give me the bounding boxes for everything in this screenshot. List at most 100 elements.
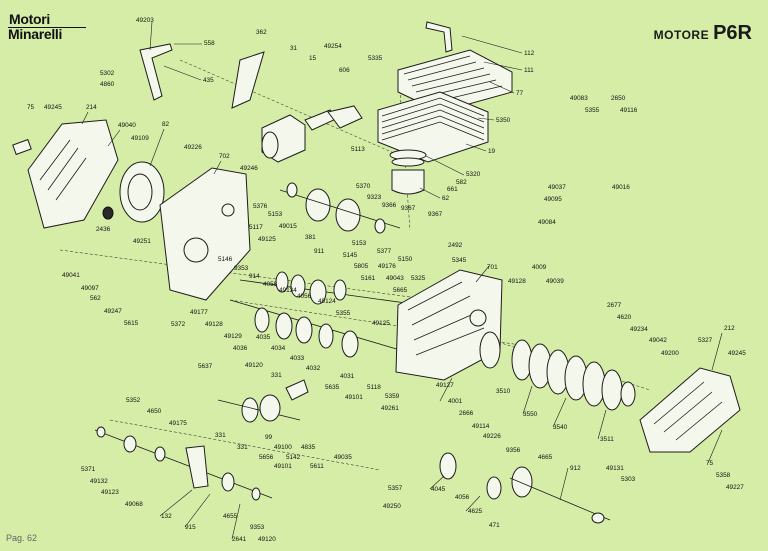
part-label-5637: 5637 xyxy=(198,363,213,370)
part-label-2641: 2641 xyxy=(232,536,247,543)
part-label-5615: 5615 xyxy=(124,320,139,327)
part-label-2436: 2436 xyxy=(96,226,111,233)
part-label-4056b: 4056 xyxy=(455,494,470,501)
part-label-471: 471 xyxy=(489,522,500,529)
part-label-49203: 49203 xyxy=(136,17,154,24)
part-label-5665: 5665 xyxy=(393,287,408,294)
part-label-132: 132 xyxy=(161,513,172,520)
part-label-49101b: 49101 xyxy=(274,463,292,470)
part-label-4033: 4033 xyxy=(290,355,305,362)
part-label-49227: 49227 xyxy=(726,484,744,491)
part-label-49095: 49095 xyxy=(544,196,562,203)
part-label-4655: 4655 xyxy=(223,513,238,520)
part-label-5153b: 5153 xyxy=(352,240,367,247)
part-label-2650: 2650 xyxy=(611,95,626,102)
part-label-19: 19 xyxy=(488,148,496,155)
part-label-49068: 49068 xyxy=(125,501,143,508)
part-label-49261: 49261 xyxy=(381,405,399,412)
part-label-5656: 5656 xyxy=(259,454,274,461)
part-label-49124: 49124 xyxy=(318,298,336,305)
part-label-49120a: 49120 xyxy=(245,362,263,369)
part-label-49042: 49042 xyxy=(649,337,667,344)
part-label-4045: 4045 xyxy=(431,486,446,493)
part-label-49251: 49251 xyxy=(133,238,151,245)
part-label-4036: 4036 xyxy=(233,345,248,352)
page-number: Pag. 62 xyxy=(6,533,38,543)
part-label-5355: 5355 xyxy=(585,107,600,114)
part-label-214: 214 xyxy=(86,104,97,111)
part-label-5377: 5377 xyxy=(377,248,392,255)
part-label-4835: 4835 xyxy=(301,444,316,451)
piston xyxy=(389,149,427,195)
part-label-49129: 49129 xyxy=(224,333,242,340)
part-label-4058: 4058 xyxy=(263,281,278,288)
part-label-914: 914 xyxy=(249,273,260,280)
part-label-212: 212 xyxy=(724,325,735,332)
part-label-5146: 5146 xyxy=(218,256,233,263)
part-label-5150: 5150 xyxy=(398,256,413,263)
part-label-75b: 75 xyxy=(706,460,714,467)
part-label-49127: 49127 xyxy=(436,382,454,389)
part-label-49245b: 49245 xyxy=(728,350,746,357)
part-label-49125b: 49125 xyxy=(372,320,390,327)
part-label-5355b: 5355 xyxy=(336,310,351,317)
part-label-2677: 2677 xyxy=(607,302,622,309)
part-label-49035: 49035 xyxy=(334,454,352,461)
part-label-5345: 5345 xyxy=(452,257,467,264)
part-label-5335: 5335 xyxy=(368,55,383,62)
part-label-5372: 5372 xyxy=(171,321,186,328)
part-label-381: 381 xyxy=(305,234,316,241)
part-label-49245a: 49245 xyxy=(44,104,62,111)
part-label-331c: 331 xyxy=(237,444,248,451)
part-label-661: 661 xyxy=(447,186,458,193)
brand-logo: Motori Minarelli xyxy=(8,12,86,46)
part-label-49016: 49016 xyxy=(612,184,630,191)
part-label-49175: 49175 xyxy=(169,420,187,427)
part-label-435: 435 xyxy=(203,77,214,84)
part-label-5357: 5357 xyxy=(388,485,403,492)
flywheel xyxy=(102,161,165,223)
part-label-5376: 5376 xyxy=(253,203,268,210)
part-label-49041: 49041 xyxy=(62,272,80,279)
clutch-pack xyxy=(511,339,636,411)
part-label-558: 558 xyxy=(204,40,215,47)
part-label-49234: 49234 xyxy=(630,326,648,333)
part-label-5352: 5352 xyxy=(126,397,141,404)
part-label-331a: 331 xyxy=(271,372,282,379)
gearbox-shafts xyxy=(229,271,421,358)
part-label-49131: 49131 xyxy=(606,465,624,472)
part-label-5113: 5113 xyxy=(351,146,365,153)
part-label-5325: 5325 xyxy=(411,275,426,282)
part-label-915: 915 xyxy=(185,524,196,531)
part-label-49037: 49037 xyxy=(548,184,566,191)
part-label-62: 62 xyxy=(442,195,450,202)
part-label-9367a: 9367 xyxy=(401,205,416,212)
part-label-3510: 3510 xyxy=(496,388,511,395)
part-label-4001: 4001 xyxy=(448,398,463,405)
part-label-49128a: 49128 xyxy=(508,278,526,285)
part-label-49125a: 49125 xyxy=(258,236,276,243)
part-label-49109: 49109 xyxy=(131,135,149,142)
primary-gear xyxy=(439,452,611,524)
part-label-4620: 4620 xyxy=(617,314,632,321)
part-label-5161: 5161 xyxy=(361,275,376,282)
part-label-5302: 5302 xyxy=(100,70,115,77)
title-model: P6R xyxy=(713,22,752,44)
carburetor xyxy=(231,51,363,163)
part-label-5635: 5635 xyxy=(325,384,340,391)
part-label-582: 582 xyxy=(456,179,467,186)
part-label-9356: 9356 xyxy=(506,447,521,454)
part-label-112: 112 xyxy=(524,50,535,57)
part-label-9367b: 9367 xyxy=(428,211,443,218)
part-label-5359: 5359 xyxy=(385,393,400,400)
part-label-562: 562 xyxy=(90,295,101,302)
part-label-9366: 9366 xyxy=(382,202,397,209)
left-cover xyxy=(12,119,119,229)
part-label-49247: 49247 xyxy=(104,308,122,315)
crankshaft xyxy=(279,182,401,234)
part-label-5118: 5118 xyxy=(367,384,381,391)
part-label-75a: 75 xyxy=(27,104,35,111)
part-label-49083: 49083 xyxy=(570,95,588,102)
